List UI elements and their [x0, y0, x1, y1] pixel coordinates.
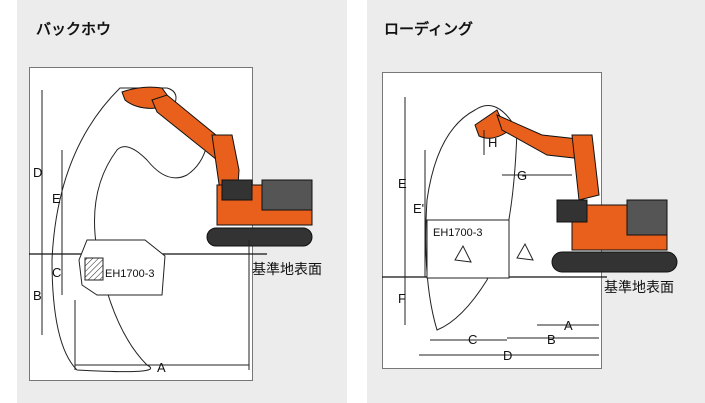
backhoe-panel: バックホウ 基準地表面 EH1700-3 D E C B	[17, 0, 347, 403]
loading-panel: ローディング 基準地表面 EH1700-3	[367, 0, 705, 403]
loading-tracks	[551, 251, 678, 273]
loading-dim-label: E'	[413, 201, 424, 216]
loading-dim-label: E	[398, 176, 407, 191]
backhoe-dim-label: D	[33, 165, 42, 180]
loading-dim-label: G	[517, 168, 527, 183]
loading-dim-label: C	[468, 332, 477, 347]
loading-dim-label: A	[564, 318, 573, 333]
loading-dim-label: D	[503, 348, 512, 363]
loading-dimensions	[404, 97, 599, 356]
backhoe-tracks	[206, 227, 313, 247]
loading-diagram: 基準地表面 EH1700-3 E E' F H G A B C D	[382, 97, 678, 363]
backhoe-dim-label: A	[157, 360, 166, 375]
loading-working-range	[425, 105, 518, 331]
backhoe-ground-label: 基準地表面	[252, 261, 322, 278]
backhoe-dim-label: B	[33, 288, 42, 303]
loading-dim-label: F	[398, 291, 406, 306]
backhoe-dimensions	[41, 90, 250, 370]
loading-truck-label: EH1700-3	[433, 227, 483, 239]
loading-truck	[426, 219, 510, 279]
backhoe-truck-label: EH1700-3	[105, 268, 155, 280]
loading-dim-label: H	[488, 135, 497, 150]
backhoe-diagram: 基準地表面 EH1700-3 D E C B A	[29, 86, 322, 375]
loading-boom	[571, 134, 600, 201]
backhoe-dim-label: C	[52, 265, 61, 280]
loading-title: ローディング	[384, 20, 473, 38]
loading-ground-label: 基準地表面	[604, 279, 674, 296]
loading-dim-label: B	[547, 332, 556, 347]
backhoe-dim-label: E	[52, 191, 61, 206]
backhoe-truck	[78, 239, 166, 296]
backhoe-title: バックホウ	[36, 20, 112, 38]
